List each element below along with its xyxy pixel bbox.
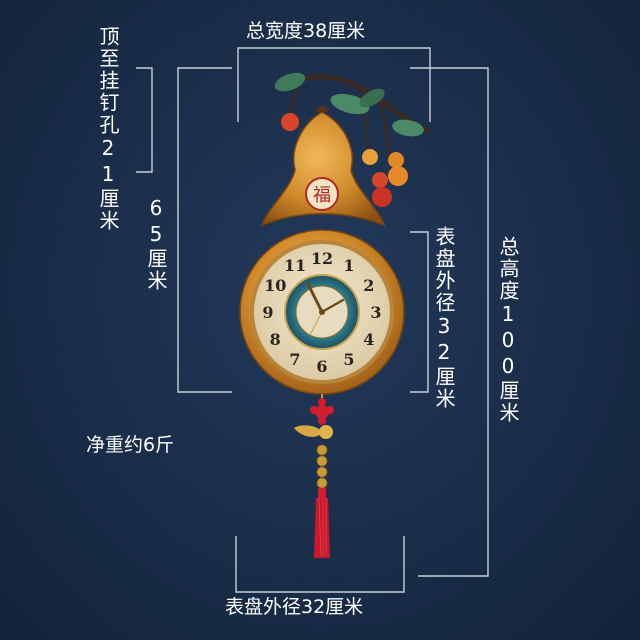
clock-numeral: 8: [270, 330, 281, 349]
clock-numeral: 9: [262, 303, 273, 322]
total-height-label: 总高度100厘米: [496, 236, 520, 424]
second-hand: [309, 311, 323, 336]
branch-decoration: [274, 72, 432, 161]
net-weight-label: 净重约6斤: [86, 434, 175, 456]
clock-numeral: 12: [311, 249, 333, 268]
gourd-body: 福: [260, 106, 386, 227]
dial-outer-bottom-label: 表盘外径32厘米: [225, 596, 364, 618]
clock-numeral: 4: [363, 330, 374, 349]
clock-numeral: 6: [316, 357, 327, 376]
clock-numeral: 5: [343, 350, 354, 369]
total-width-label: 总宽度38厘米: [246, 20, 366, 42]
clock-numeral: 3: [370, 303, 381, 322]
clock-numeral: 10: [264, 276, 286, 295]
small-gourds: [281, 113, 408, 207]
clock-numeral: 2: [363, 276, 374, 295]
top-to-hook-label: 顶至挂钉孔21厘米: [96, 26, 120, 232]
hook-bracket: [136, 67, 153, 173]
dial-outer-side-label: 表盘外径32厘米: [432, 226, 456, 410]
fu-emblem: 福: [313, 185, 331, 206]
height-65-label: 65厘米: [144, 196, 168, 292]
hour-hand: [306, 282, 324, 314]
dial-bottom-bracket: [235, 536, 405, 593]
clock-numeral: 1: [343, 256, 354, 275]
clock-hands: [306, 282, 345, 336]
height-65-bracket: [177, 67, 232, 393]
minute-hand: [320, 298, 345, 314]
tassel-pendant: [294, 394, 334, 558]
total-height-bracket: [410, 67, 489, 577]
clock-numeral: 7: [289, 350, 300, 369]
clock-numeral: 11: [284, 256, 306, 275]
dial-side-bracket: [410, 231, 429, 393]
total-width-bracket: [237, 47, 431, 122]
